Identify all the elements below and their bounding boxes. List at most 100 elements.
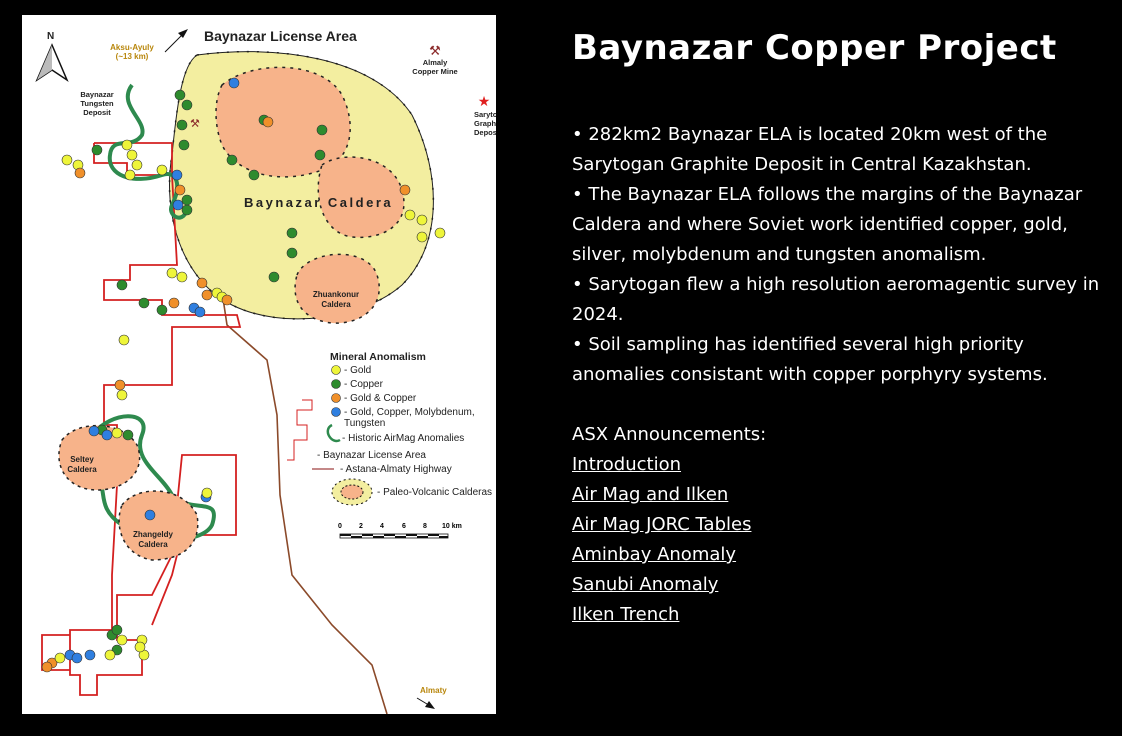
anomaly-point-gold [156,164,168,176]
zhuankonur-label-2: Caldera [321,300,351,309]
project-map-image: N Baynazar License Area Aksu-Ayuly (~13 … [22,15,496,714]
anomaly-point-copper [174,89,186,101]
anomaly-point-copper [111,624,123,636]
bullet-item: • The Baynazar ELA follows the margins o… [572,184,1083,265]
link-introduction[interactable]: Introduction [572,454,682,475]
anomaly-point-gold [134,641,146,653]
anomaly-point-multi [228,77,240,89]
zhuankonur-caldera [294,253,380,324]
anomaly-point-gold [121,139,133,151]
bullet-list: • 282km2 Baynazar ELA is located 20km we… [572,120,1102,390]
anomaly-point-gold [61,154,73,166]
scale-tick: 2 [359,523,363,530]
almaty-label: Almaty [420,686,447,695]
bullet-item: • Sarytogan flew a high resolution aerom… [572,274,1100,325]
zhangeldy-label-2: Caldera [138,540,168,549]
asx-announcements: ASX Announcements: Introduction Air Mag … [572,420,1102,630]
anomaly-point-copper [316,124,328,136]
asx-heading: ASX Announcements: [572,424,767,445]
scale-bar: 0 2 4 6 8 10 km [338,523,462,539]
bullet-item: • 282km2 Baynazar ELA is located 20km we… [572,124,1048,175]
anomaly-point-gold-copper [196,277,208,289]
anomaly-point-gold [124,169,136,181]
anomaly-point-copper [181,99,193,111]
anomaly-point-copper [91,144,103,156]
anomaly-point-copper [156,304,168,316]
zhangeldy-caldera [118,490,199,561]
zhangeldy-label: Zhangeldy [133,530,174,539]
anomaly-point-gold-copper [174,184,186,196]
anomaly-point-gold-copper [41,661,53,673]
anomaly-point-copper [116,279,128,291]
legend-highway: - Astana-Almaty Highway [340,464,452,475]
anomaly-point-gold [54,652,66,664]
airmag-anomaly-south [90,414,216,542]
anomaly-point-multi [71,652,83,664]
legend-copper: - Copper [344,379,384,390]
anomaly-point-gold [176,271,188,283]
anomaly-point-gold [104,649,116,661]
anomaly-point-gold [131,159,143,171]
anomaly-point-multi [171,169,183,181]
mine-icon: ⚒ [429,43,441,58]
anomaly-point-gold-copper [399,184,411,196]
legend-gold-copper: - Gold & Copper [344,393,417,404]
legend-multi: - Gold, Copper, Molybdenum, [344,407,475,418]
bullet-item: • Soil sampling has identified several h… [572,334,1048,385]
zhuankonur-label: Zhuankonur [313,290,359,299]
anomaly-point-gold [118,334,130,346]
inner-caldera-north [215,66,351,178]
anomaly-point-gold-copper [74,167,86,179]
link-sanubi[interactable]: Sanubi Anomaly [572,574,719,595]
scale-tick: 6 [402,523,406,530]
anomaly-point-gold [416,214,428,226]
anomaly-point-gold [126,149,138,161]
anomaly-point-copper [176,119,188,131]
legend-calderas: - Paleo-Volcanic Calderas [377,487,492,498]
aksu-label: Aksu-Ayuly [110,43,154,52]
anomaly-point-gold-copper [221,294,233,306]
link-ilken-trench[interactable]: Ilken Trench [572,604,680,625]
sarytogan-label-3: Deposit [474,128,496,137]
anomaly-point-copper [181,204,193,216]
tungsten-label-3: Deposit [83,108,111,117]
aksu-distance: (~13 km) [116,52,149,61]
sarytogan-label: Sarytogan [474,110,496,119]
star-icon: ★ [478,93,491,109]
anomaly-point-gold-copper [262,116,274,128]
inner-caldera-east [317,156,405,239]
legend-airmag: - Historic AirMag Anomalies [342,433,464,444]
link-air-mag-jorc[interactable]: Air Mag JORC Tables [572,514,752,535]
legend-title: Mineral Anomalism [330,351,426,363]
link-aminbay[interactable]: Aminbay Anomaly [572,544,737,565]
legend-gold: - Gold [344,365,371,376]
anomaly-point-multi [172,199,184,211]
anomaly-point-copper [138,297,150,309]
legend-license: - Baynazar License Area [317,450,426,461]
link-air-mag-ilken[interactable]: Air Mag and Ilken [572,484,729,505]
legend-multi-2: Tungsten [344,418,385,429]
seltey-caldera [58,424,141,491]
seltey-label: Seltey [70,455,94,464]
seltey-label-2: Caldera [67,465,97,474]
anomaly-point-copper [178,139,190,151]
map-title: Baynazar License Area [204,28,357,44]
anomaly-point-gold-copper [114,379,126,391]
north-arrow-icon [35,43,69,83]
anomaly-points [41,77,446,673]
anomaly-point-gold [166,267,178,279]
tungsten-label-2: Tungsten [80,99,114,108]
scale-tick: 0 [338,523,342,530]
anomaly-point-copper [314,149,326,161]
anomaly-point-gold [111,427,123,439]
anomaly-point-copper [286,227,298,239]
map-svg: N Baynazar License Area Aksu-Ayuly (~13 … [35,28,496,714]
project-description: Baynazar Copper Project • 282km2 Baynaza… [572,28,1102,630]
anomaly-point-multi [88,425,100,437]
anomaly-point-gold [434,227,446,239]
tungsten-mine-icon: ⚒ [190,118,200,130]
scale-tick: 4 [380,523,384,530]
anomaly-point-multi [144,509,156,521]
anomaly-point-gold [116,634,128,646]
north-label: N [47,31,54,42]
